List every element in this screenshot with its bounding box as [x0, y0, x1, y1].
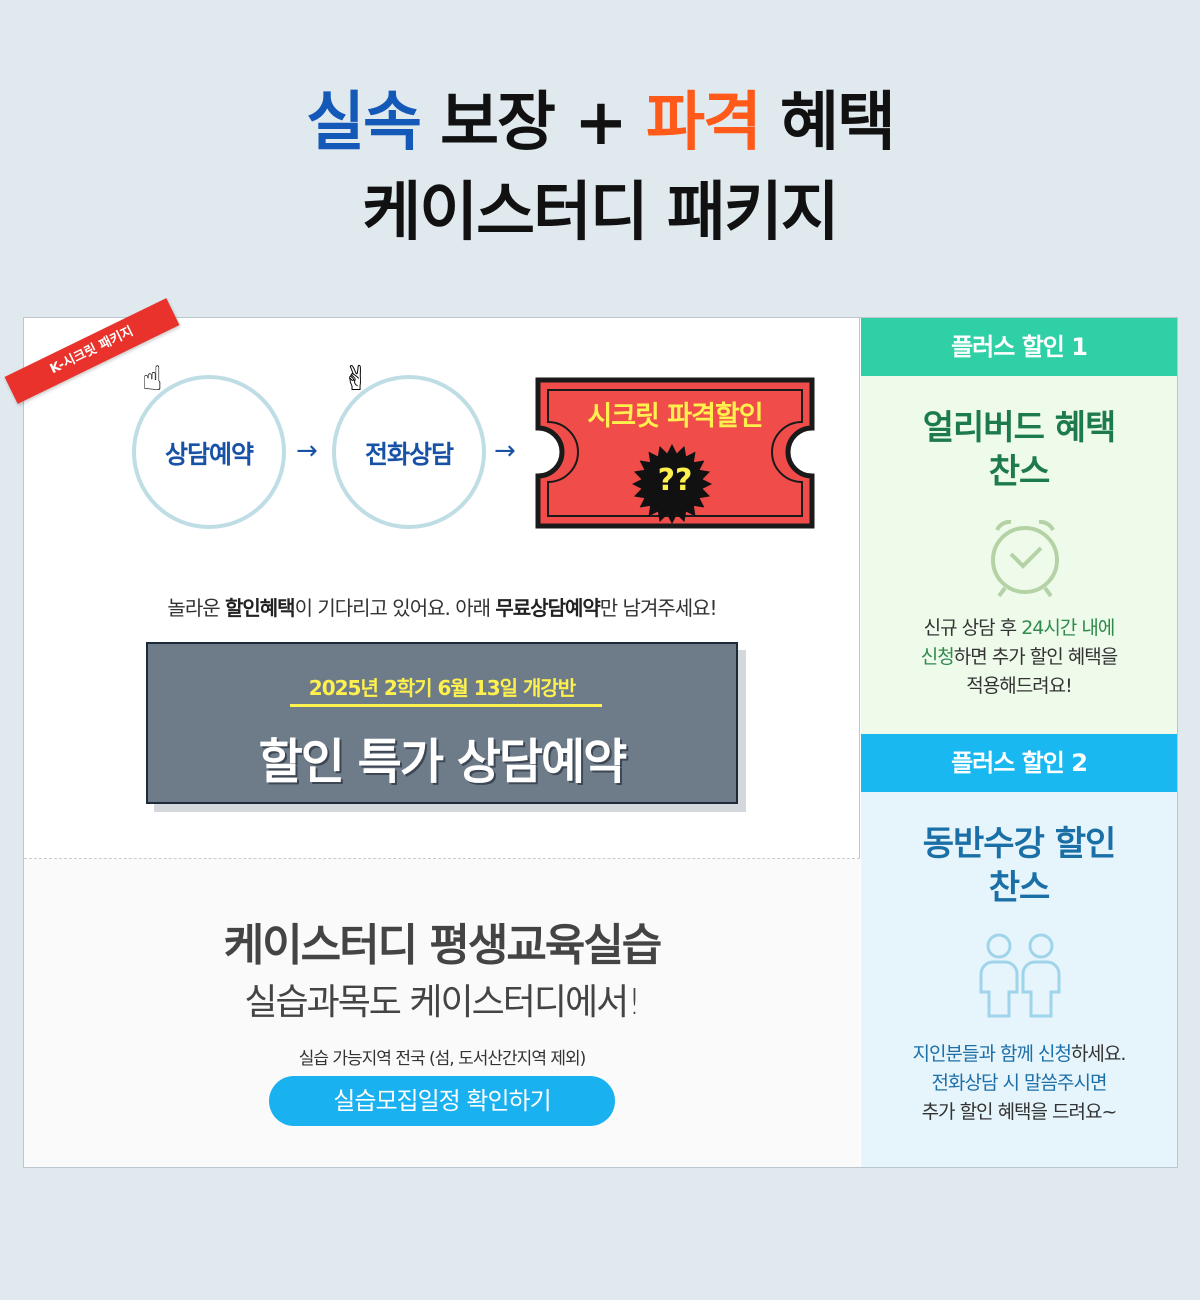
plus1-text: 적용해드려요! [966, 675, 1073, 697]
step-reservation-label: 상담예약 [164, 440, 254, 469]
discount-notice: 놀라운 할인혜택이 기다리고 있어요. 아래 무료상담예약만 남겨주세요! [24, 592, 860, 621]
plus2-highlight: 전화상담 시 말씀주시면 [931, 1072, 1108, 1094]
cta-date: 2025년 2학기 6월 13일 개강반 [308, 676, 576, 700]
plus-discount-sidebar: 플러스 할인 1 얼리버드 혜택 찬스 신규 상담 후 24시간 내에 신청하면… [861, 318, 1177, 1167]
ticket-mystery: ?? [657, 463, 693, 498]
plus2-title-line2: 찬스 [988, 868, 1051, 908]
plus1-header: 플러스 할인 1 [861, 318, 1177, 376]
plus2-header: 플러스 할인 2 [861, 734, 1177, 792]
cta-underline [290, 704, 602, 707]
plus2-text: 추가 할인 혜택을 드려요~ [921, 1101, 1118, 1123]
plus2-highlight: 지인분들과 함께 신청 [912, 1043, 1072, 1065]
step-reservation: ☝ 상담예약 [132, 359, 286, 529]
dashed-divider [24, 858, 860, 859]
discount-consult-button[interactable]: 2025년 2학기 6월 13일 개강반 할인 특가 상담예약 [146, 642, 738, 804]
notice-bold-discount: 할인혜택 [224, 596, 296, 620]
headline-blue-word: 실속 [306, 86, 422, 160]
practice-area: 실습 가능지역 전국 (섬, 도서산간지역 제외) [298, 1049, 587, 1069]
two-people-icon [979, 933, 1061, 1018]
headline-orange-word: 파격 [646, 86, 762, 160]
left-section: K-시크릿 패키지 ☝ 상담예약 → ✌ 전화상담 → 시크릿 파격할인 ?? … [4, 298, 860, 1167]
headline: 실속 보장 + 파격 혜택 케이스터디 패키지 [0, 78, 1200, 258]
plus1-highlight: 24시간 내에 [1021, 617, 1115, 639]
arrow-icon: → [494, 436, 516, 466]
pointing-hand-icon: ☝ [142, 359, 163, 399]
practice-subtitle: 실습과목도 케이스터디에서! [244, 982, 641, 1023]
notice-text: 이 기다리고 있어요. 아래 [294, 596, 496, 620]
plus1-body: 얼리버드 혜택 찬스 신규 상담 후 24시간 내에 신청하면 추가 할인 혜택… [861, 376, 1177, 734]
plus1-text: 신규 상담 후 [923, 617, 1022, 639]
plus2-title-line1: 동반수강 할인 [922, 824, 1117, 864]
plus1-title-line1: 얼리버드 혜택 [922, 408, 1117, 448]
notice-text: 놀라운 [167, 596, 225, 620]
headline-line-1: 실속 보장 + 파격 혜택 [0, 78, 1200, 168]
headline-line-2: 케이스터디 패키지 [362, 176, 839, 250]
plus2-text: 하세요. [1070, 1043, 1126, 1065]
notice-text: 만 남겨주세요! [599, 596, 718, 620]
plus1-highlight: 신청 [920, 646, 955, 668]
step-phone-consult: ✌ 전화상담 [332, 359, 486, 529]
step-phone-consult-label: 전화상담 [364, 440, 454, 469]
alarm-clock-icon [991, 519, 1059, 598]
plus2-text: 지인분들과 함께 신청하세요. 전화상담 시 말씀주시면 추가 할인 혜택을 드… [861, 1040, 1177, 1127]
secret-discount-ticket: 시크릿 파격할인 ?? [534, 376, 816, 530]
starburst-icon [632, 444, 712, 524]
cta-label: 할인 특가 상담예약 [258, 734, 628, 790]
package-panel: K-시크릿 패키지 ☝ 상담예약 → ✌ 전화상담 → 시크릿 파격할인 ?? … [4, 298, 1178, 1168]
plus1-title: 얼리버드 혜택 찬스 [861, 406, 1177, 494]
plus2-body: 동반수강 할인 찬스 지인분들과 함께 신청하세요. 전화상담 시 말씀주시면 … [861, 792, 1177, 1167]
headline-end: 혜택 [780, 86, 896, 160]
notice-bold-free-consult: 무료상담예약 [495, 596, 600, 620]
plus2-title: 동반수강 할인 찬스 [861, 822, 1177, 910]
practice-schedule-button[interactable]: 실습모집일정 확인하기 [269, 1076, 615, 1126]
arrow-icon: → [296, 436, 318, 466]
plus1-text: 하면 추가 할인 혜택을 [953, 646, 1118, 668]
practice-title: 케이스터디 평생교육실습 [223, 920, 663, 971]
victory-hand-icon: ✌ [342, 359, 371, 399]
plus1-text: 신규 상담 후 24시간 내에 신청하면 추가 할인 혜택을 적용해드려요! [861, 614, 1177, 701]
plus1-title-line2: 찬스 [988, 452, 1051, 492]
practice-section: 케이스터디 평생교육실습 실습과목도 케이스터디에서! 실습 가능지역 전국 (… [24, 859, 860, 1167]
ticket-title: 시크릿 파격할인 [587, 401, 763, 432]
headline-mid: 보장 + [440, 86, 628, 160]
